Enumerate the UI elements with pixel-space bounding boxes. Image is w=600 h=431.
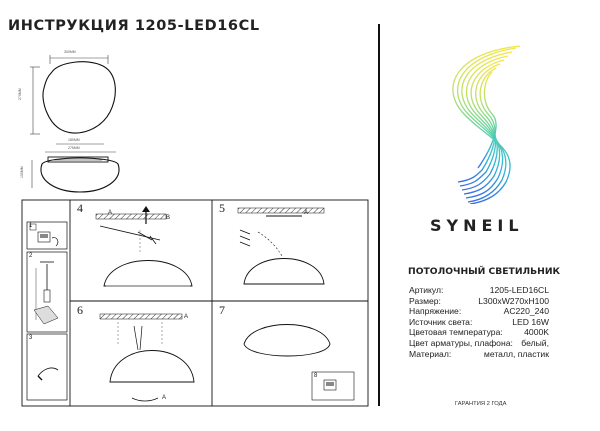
spec-row-color: Цвет арматуры, плафона: белый, — [409, 338, 549, 349]
step-1-number: 1 — [29, 223, 33, 229]
spec-label: Цвет арматуры, плафона: — [409, 337, 513, 348]
top-view-drawing — [30, 55, 116, 135]
spec-value: 1205-LED16CL — [489, 285, 549, 295]
label-a-step5: A — [304, 210, 309, 216]
spec-row-voltage: Напряжение: AC220_240 — [409, 306, 549, 317]
dimension-drawings — [30, 55, 120, 193]
step-8-number: 8 — [314, 373, 318, 379]
dim-side-outer: 275MM — [68, 146, 80, 150]
step-2-number: 2 — [29, 253, 33, 259]
spec-label: Артикул: — [409, 285, 444, 295]
warranty-text: ГАРАНТИЯ 2 ГОДА — [455, 401, 507, 407]
spec-value: белый, — [521, 337, 549, 348]
spec-label: Источник света: — [409, 316, 473, 327]
spec-value: металл, пластик — [483, 348, 549, 359]
instruction-panels — [21, 199, 369, 407]
step-3-number: 3 — [29, 335, 33, 341]
step-4-number: 4 — [77, 201, 83, 215]
spec-row-color-temp: Цветовая температура: 4000K — [409, 327, 549, 338]
spec-row-material: Материал: металл, пластик — [409, 349, 549, 360]
spec-row-article: Артикул: 1205-LED16CL — [409, 285, 549, 296]
spec-label: Напряжение: — [409, 306, 462, 317]
spec-value: LED 16W — [512, 316, 549, 327]
specs-list: Артикул: 1205-LED16CL Размер: L300xW270x… — [409, 285, 549, 359]
label-a-step6-bottom: A — [162, 395, 167, 401]
label-a-step6: A — [184, 314, 189, 320]
spec-label: Цветовая температура: — [409, 327, 503, 338]
spec-row-light-source: Источник света: LED 16W — [409, 317, 549, 328]
spec-value: AC220_240 — [503, 306, 549, 317]
dim-side-inner: 180MM — [68, 138, 80, 142]
step-7-number: 7 — [219, 303, 225, 317]
step-6-number: 6 — [77, 303, 83, 317]
label-a-step4: A — [108, 210, 113, 216]
dim-top-width: 300MM — [64, 50, 76, 54]
document-title: ИНСТРУКЦИЯ 1205-LED16CL — [8, 18, 260, 34]
spec-label: Размер: — [409, 295, 441, 306]
spec-value: L300xW270xH100 — [478, 295, 549, 306]
spec-label: Материал: — [409, 348, 452, 359]
product-title: ПОТОЛОЧНЫЙ СВЕТИЛЬНИК — [408, 266, 561, 277]
step-5-number: 5 — [219, 201, 225, 215]
side-view-drawing — [31, 143, 120, 193]
label-b-step4: B — [166, 215, 171, 221]
brand-logo-graphic — [452, 45, 521, 204]
brand-name: SYNEIL — [430, 216, 524, 235]
spec-row-size: Размер: L300xW270xH100 — [409, 296, 549, 307]
vertical-divider — [378, 24, 380, 406]
spec-value: 4000K — [524, 327, 549, 338]
